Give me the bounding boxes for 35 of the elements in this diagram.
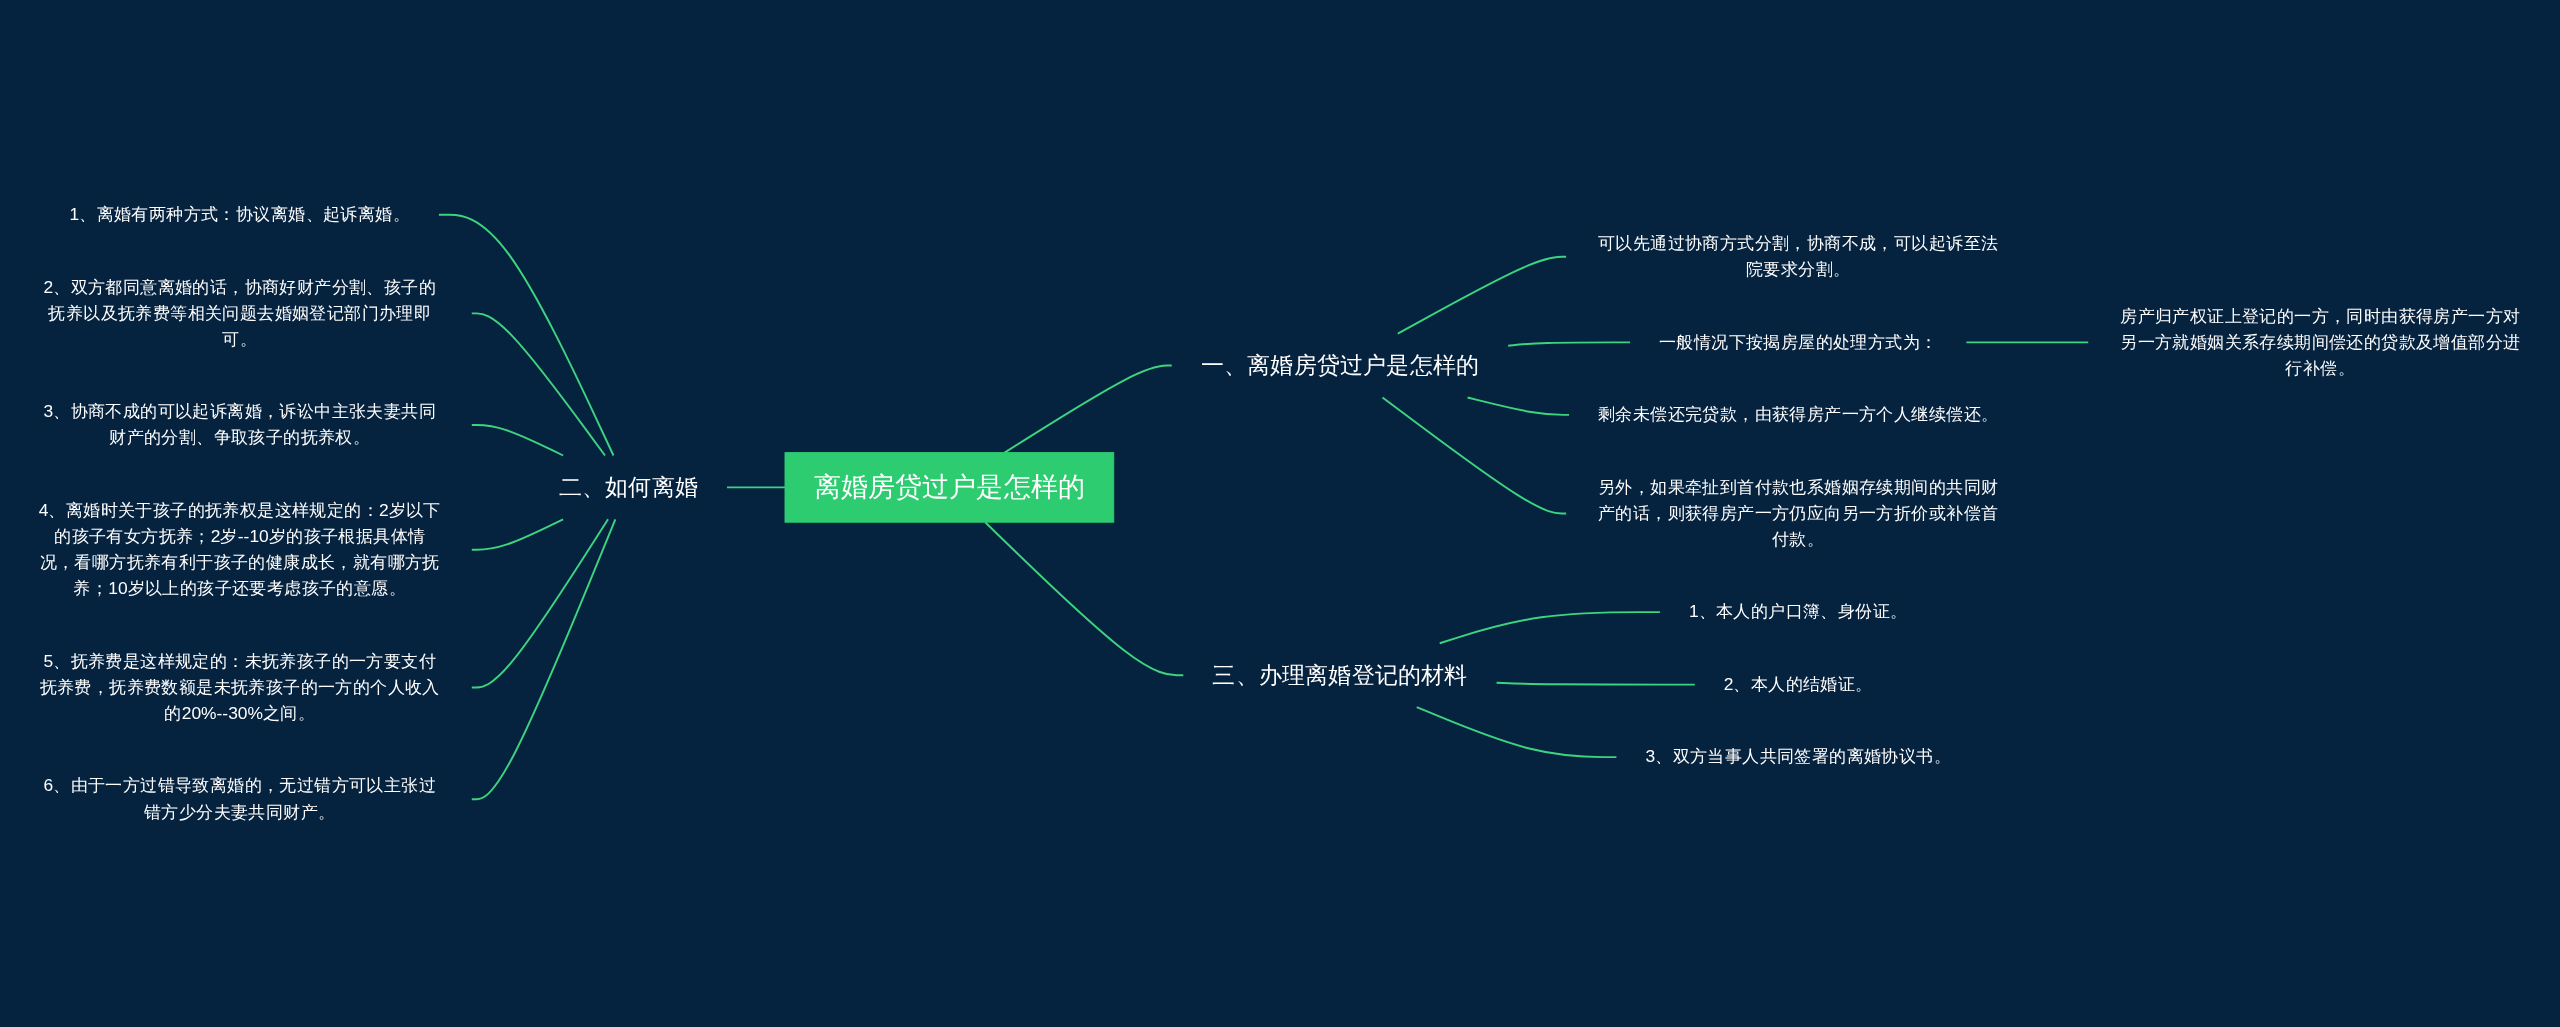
node-text: 2、本人的结婚证。 [1723,674,1873,694]
connector [470,518,565,551]
node-text: 房产归产权证上登记的一方，同时由获得房产一方对另一方就婚姻关系存续期间偿还的贷款及增值部分进行补偿。 [2120,306,2521,378]
node-text: 4、离婚时关于孩子的抚养权是这样规定的：2岁以下的孩子有女方抚养；2岁--10岁的孩子根据具体情况，看哪方抚养有利于孩子的健康成长，就有哪方抚养；10岁以上的孩子还要考虑孩子的意愿。 [38,500,441,599]
connector [1438,611,1661,645]
node-text: 可以先通过协商方式分割，协商不成，可以起诉至法院要求分割。 [1598,233,1999,280]
connector [1003,364,1173,454]
node-text: 3、双方当事人共同签署的离婚协议书。 [1645,746,1951,767]
node-text: 5、抚养费是这样规定的：未抚养孩子的一方要支付抚养费，抚养费数额是未抚养孩子的一方的个人收入的20%--30%之间。 [39,651,440,723]
node-text: 2、双方都同意离婚的话，协商好财产分割、孩子的抚养以及抚养费等相关问题去婚姻登记部门办理即可。 [43,277,437,349]
connector [1415,706,1618,759]
connector [1965,341,2090,344]
connector [1466,396,1571,416]
connector [1381,396,1568,515]
node-text: 1、本人的户口簿、身份证。 [1688,601,1908,622]
node-text: 剩余未偿还完贷款，由获得房产一方个人继续偿还。 [1598,404,1999,425]
connector [437,213,615,457]
connector [470,424,565,457]
connector [1507,341,1631,347]
connector [470,312,606,457]
node-text: 三、办理离婚登记的材料 [1212,661,1468,688]
connector [1495,681,1696,686]
node-text: 一、离婚房贷过户是怎样的 [1200,352,1480,379]
node-text: 1、离婚有两种方式：协议离婚、起诉离婚。 [69,204,410,224]
connector [984,521,1185,677]
connector [726,486,786,489]
node-text: 3、协商不成的可以起诉离婚，诉讼中主张夫妻共同财产的分割、争取孩子的抚养权。 [43,401,437,448]
connector [470,518,610,689]
node-text: 一般情况下按揭房屋的处理方式为： [1658,332,1938,352]
node-box: 离婚房贷过户是怎样的 [784,452,1115,523]
node-text: 6、由于一方过错导致离婚的，无过错方可以主张过错方少分夫妻共同财产。 [43,775,437,822]
connector [470,518,617,801]
node-text: 另外，如果牵扯到首付款也系婚姻存续期间的共同财产的话，则获得房产一方仍应向另一方折价或补偿首付款。 [1598,477,1999,549]
connector [1396,255,1568,335]
node-text: 二、如何离婚 [558,473,699,500]
